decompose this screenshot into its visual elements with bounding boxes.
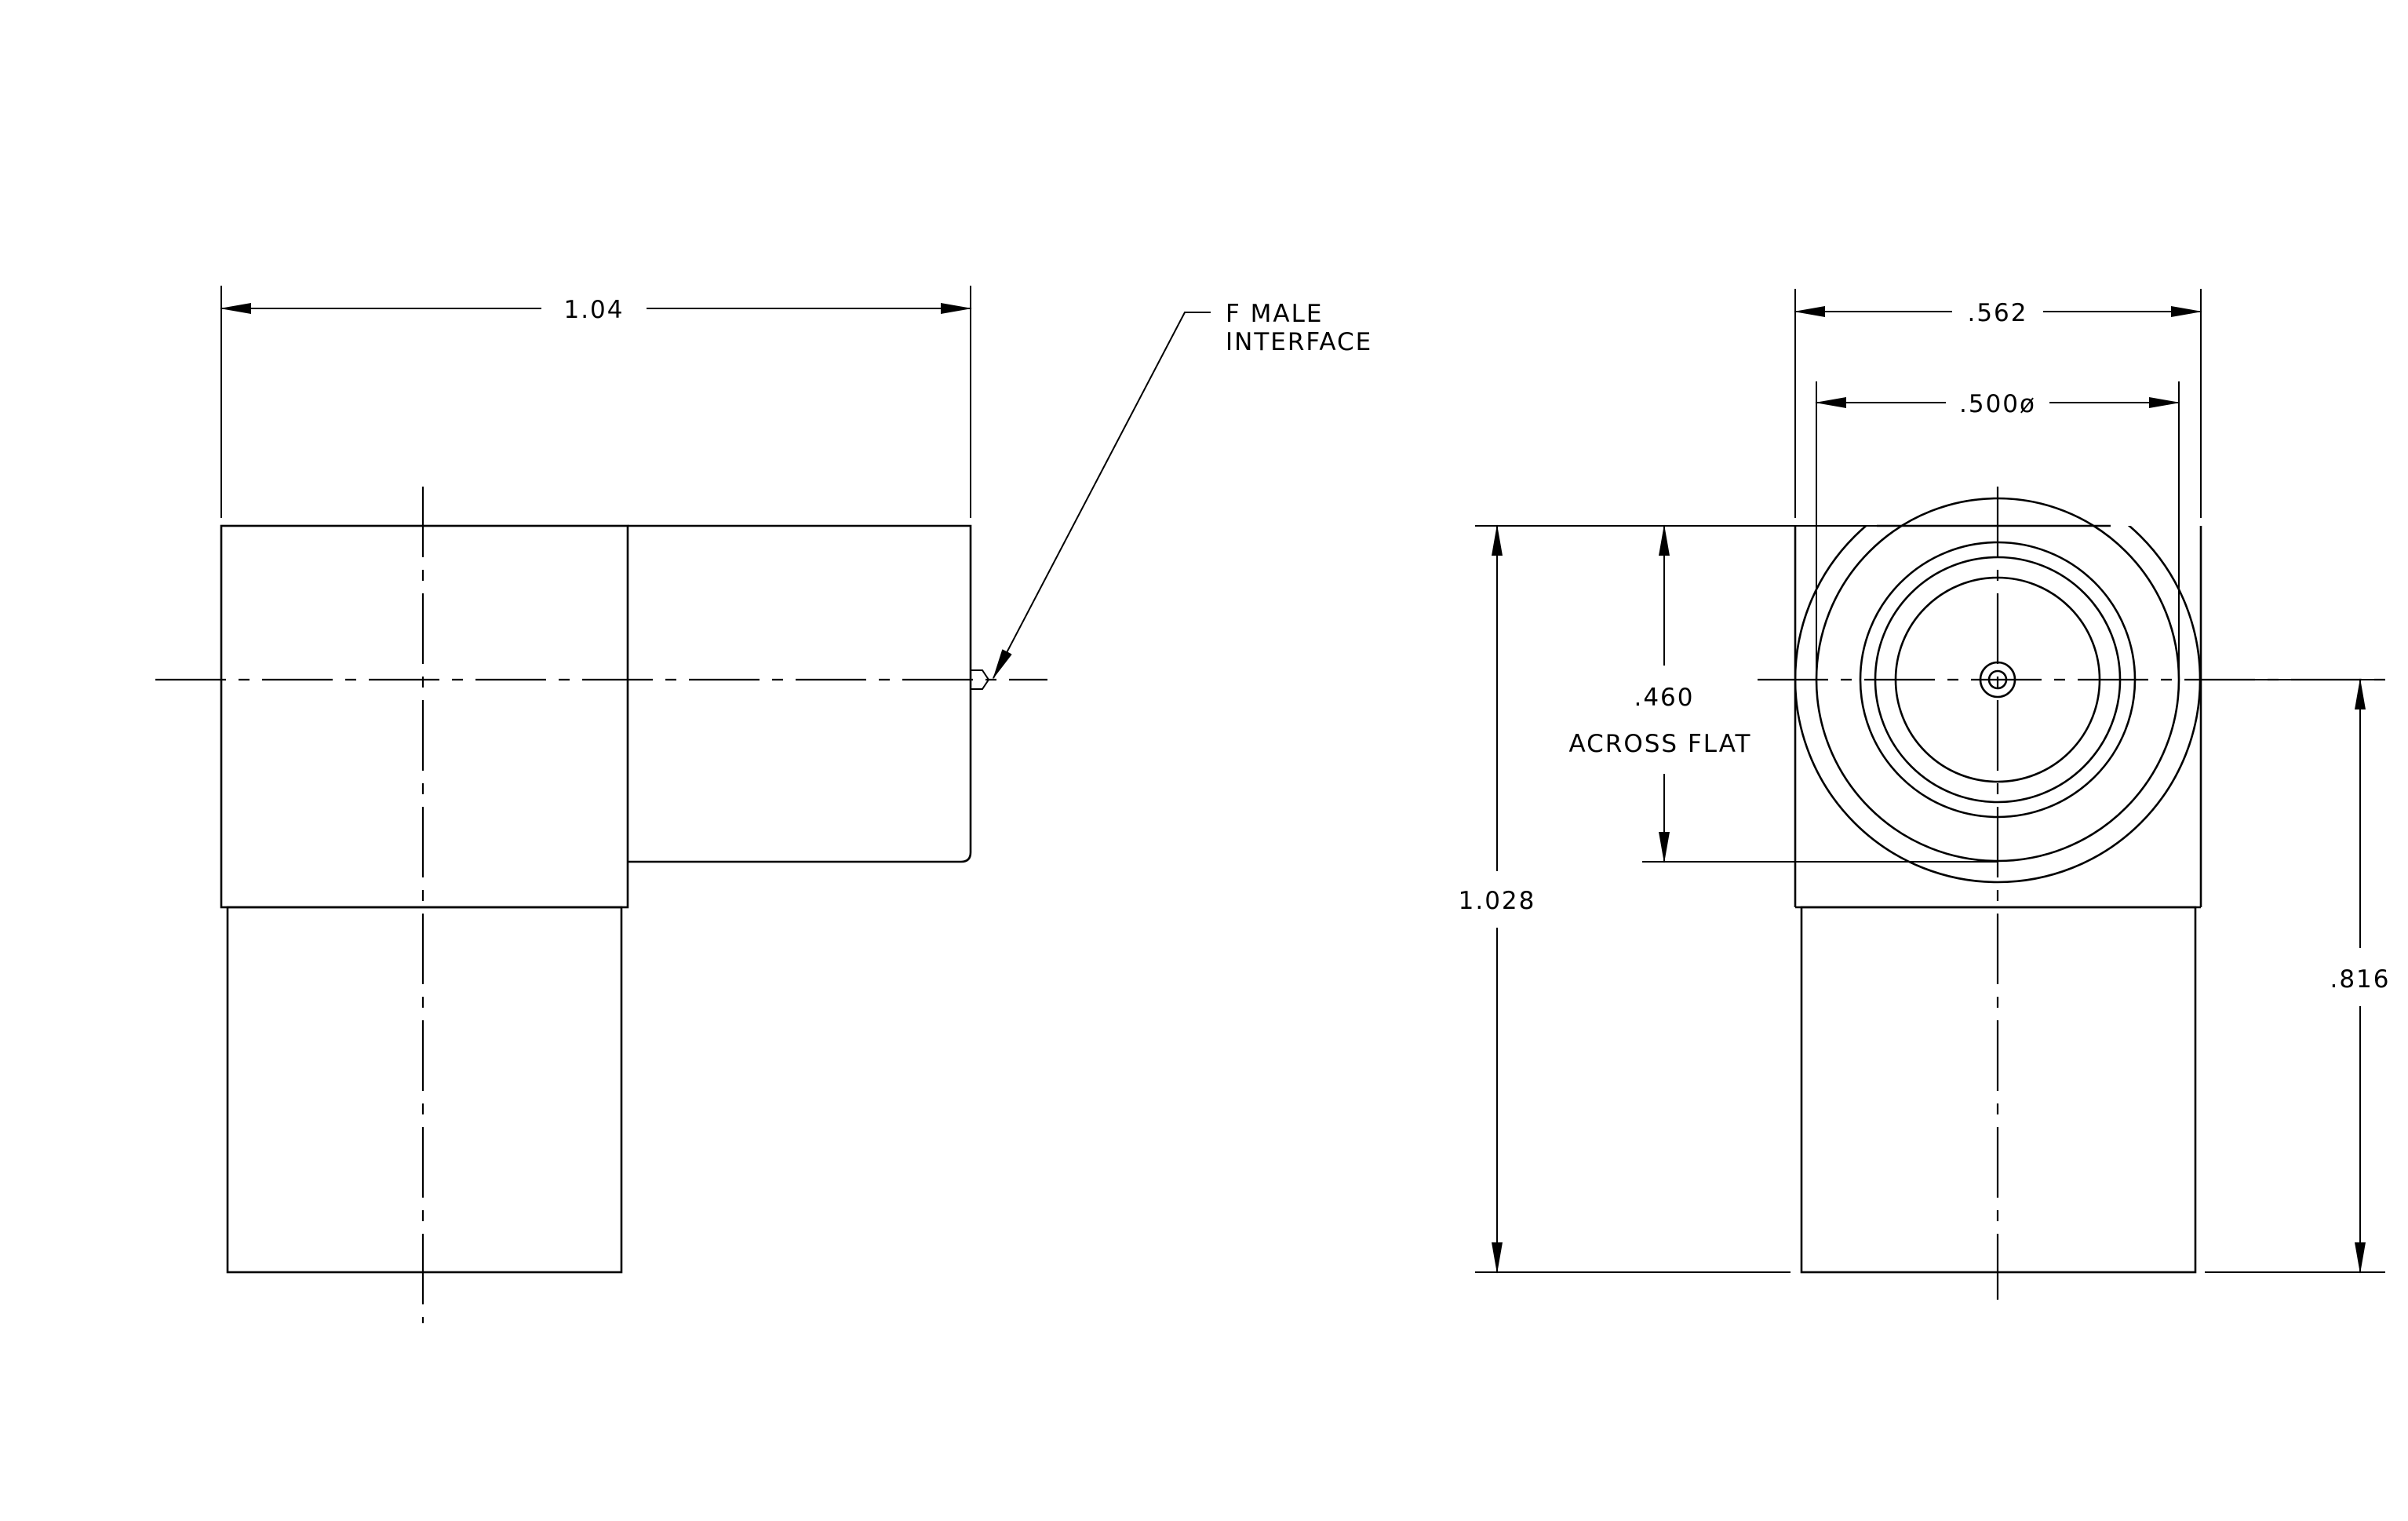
diameter-dimension-label: .500ø	[1959, 390, 2036, 418]
hex-width-dimension-label: .562	[1967, 299, 2027, 327]
overall-height-dimension-label: 1.028	[1459, 887, 1536, 915]
width-dimension-label: 1.04	[563, 296, 624, 324]
side-view-interface-body	[628, 524, 972, 863]
flat-dimension-label: .460	[1634, 684, 1694, 712]
side-view: 1.04 F MALE INTERFACE	[155, 286, 1372, 1323]
interface-leader-line	[993, 312, 1211, 680]
interface-callout-line1: F MALE	[1226, 300, 1324, 328]
side-view-lower-body	[226, 906, 623, 1274]
flat-dimension-note: ACROSS FLAT	[1568, 730, 1751, 758]
lower-height-dimension-label: .816	[2330, 965, 2390, 994]
interface-callout-line2: INTERFACE	[1226, 328, 1372, 356]
front-view: .562 .500ø .460 ACROSS FLAT 1.028 .816	[1459, 289, 2390, 1300]
side-view-upper-body	[220, 524, 629, 909]
